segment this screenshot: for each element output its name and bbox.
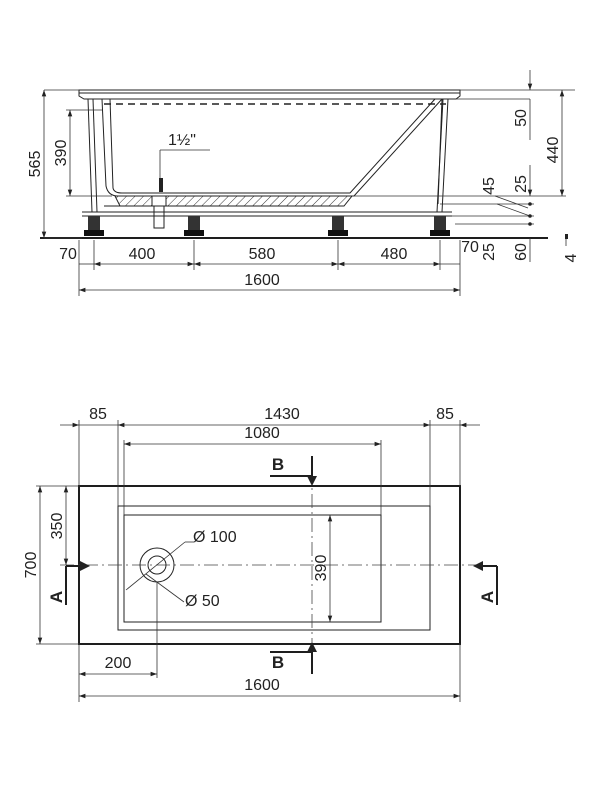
- leg-foot-3: [332, 216, 344, 232]
- dim-half-width: 350: [49, 513, 66, 540]
- dim-total-length-side: 1600: [244, 272, 280, 289]
- svg-text:B: B: [272, 455, 284, 474]
- dim-left-rim: 85: [89, 406, 107, 423]
- dim-drain-offset: 200: [105, 655, 132, 672]
- dim-outlet-outer: Ø 100: [193, 529, 237, 546]
- leg-foot-4: [434, 216, 446, 232]
- section-marker-b-bottom: B: [270, 642, 317, 674]
- dim-span-1: 400: [129, 246, 156, 263]
- leg-foot-1: [88, 216, 100, 232]
- dim-total-width: 700: [23, 552, 40, 579]
- side-view: 1½" 565: [27, 70, 580, 296]
- dim-bottom-width: 390: [313, 555, 330, 582]
- dim-offset-45: 45: [481, 177, 498, 195]
- dim-offset-25-top: 25: [513, 175, 530, 193]
- tub-inner-basin: [117, 505, 431, 631]
- section-marker-a-right: A: [473, 561, 498, 605]
- dim-rim-thickness: 50: [513, 109, 530, 127]
- dim-small-offset: 4: [563, 253, 580, 262]
- support-frame: [82, 98, 452, 236]
- dim-span-2: 580: [249, 246, 276, 263]
- svg-text:A: A: [47, 591, 66, 603]
- section-marker-a-left: A: [47, 561, 90, 605]
- dim-leg-height: 60: [513, 243, 530, 261]
- dim-right-rim: 85: [436, 406, 454, 423]
- svg-text:A: A: [478, 591, 497, 603]
- dim-bottom-length: 1080: [244, 425, 280, 442]
- dim-depth: 440: [545, 137, 562, 164]
- dim-offset-25-bottom: 25: [481, 243, 498, 261]
- drain-outlet-inner: [147, 555, 167, 575]
- dim-total-length-top: 1600: [244, 677, 280, 694]
- tub-bottom-area: [123, 514, 382, 623]
- tub-base: [114, 195, 354, 207]
- svg-text:B: B: [272, 653, 284, 672]
- leg-foot-2: [188, 216, 200, 232]
- dim-height-total: 565: [27, 151, 44, 178]
- top-view: Ø 100 Ø 50 85 1430 85 1080 700 350 390: [23, 406, 498, 702]
- dim-right-end: 70: [461, 239, 479, 256]
- dim-span-3: 480: [381, 246, 408, 263]
- dim-inner-length: 1430: [264, 406, 300, 423]
- drain-pipe: 1½": [151, 132, 210, 229]
- section-marker-b-top: B: [270, 455, 317, 486]
- dim-left-end: 70: [59, 246, 77, 263]
- tub-rim: [78, 89, 461, 100]
- drain-size-label: 1½": [168, 132, 196, 149]
- dim-height-inner: 390: [53, 140, 70, 167]
- dim-outlet-inner: Ø 50: [185, 593, 220, 610]
